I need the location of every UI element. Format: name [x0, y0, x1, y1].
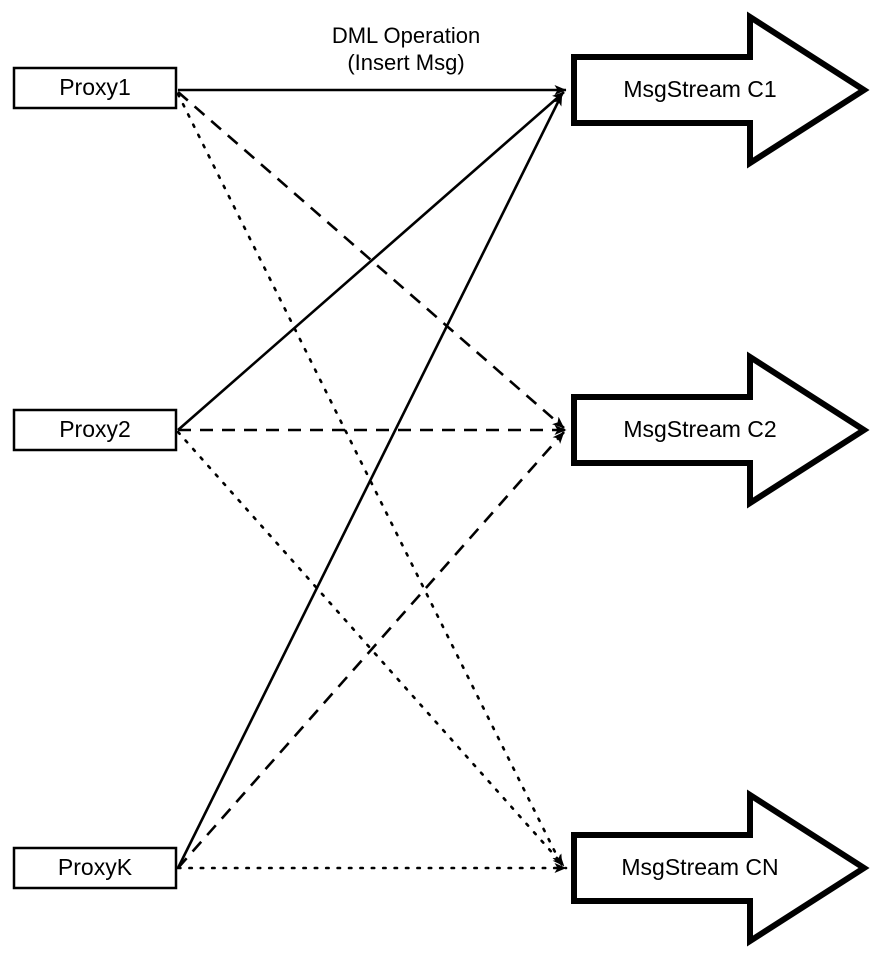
- proxy-box-rect[interactable]: [12, 408, 178, 452]
- stream-layer: MsgStream C1 MsgStream C2 MsgStream CN: [571, 11, 870, 947]
- stream-node-cn[interactable]: MsgStream CN: [571, 789, 870, 947]
- proxy-node-proxy2[interactable]: Proxy2: [12, 408, 178, 452]
- proxy-node-proxyk[interactable]: ProxyK: [12, 846, 178, 890]
- stream-node-c2[interactable]: MsgStream C2: [571, 351, 870, 509]
- proxy-label: Proxy2: [59, 416, 131, 442]
- proxy-box-rect[interactable]: [12, 66, 178, 110]
- proxy-label: ProxyK: [58, 854, 133, 880]
- block-arrow-icon[interactable]: [571, 351, 870, 509]
- dml-operation-label: DML Operation (Insert Msg): [332, 23, 480, 75]
- edge-proxy1-to-cn: [176, 92, 564, 868]
- stream-label: MsgStream C2: [623, 416, 776, 442]
- dml-operation-line2: (Insert Msg): [347, 50, 464, 75]
- proxy-layer: Proxy1 Proxy2 ProxyK: [12, 66, 178, 890]
- proxy-label: Proxy1: [59, 74, 131, 100]
- stream-label: MsgStream C1: [623, 76, 776, 102]
- connector-layer: [176, 85, 568, 873]
- proxy-node-proxy1[interactable]: Proxy1: [12, 66, 178, 110]
- block-arrow-icon[interactable]: [571, 11, 870, 169]
- dml-operation-line1: DML Operation: [332, 23, 480, 48]
- proxy-box-rect[interactable]: [12, 846, 178, 890]
- edge-proxy1-to-c2: [177, 91, 565, 429]
- stream-node-c1[interactable]: MsgStream C1: [571, 11, 870, 169]
- edge-proxy2-to-c1: [177, 91, 565, 431]
- edge-proxyk-to-c2: [177, 431, 565, 869]
- edge-proxyk-to-c1: [176, 93, 564, 869]
- block-arrow-icon[interactable]: [571, 789, 870, 947]
- stream-label: MsgStream CN: [621, 854, 778, 880]
